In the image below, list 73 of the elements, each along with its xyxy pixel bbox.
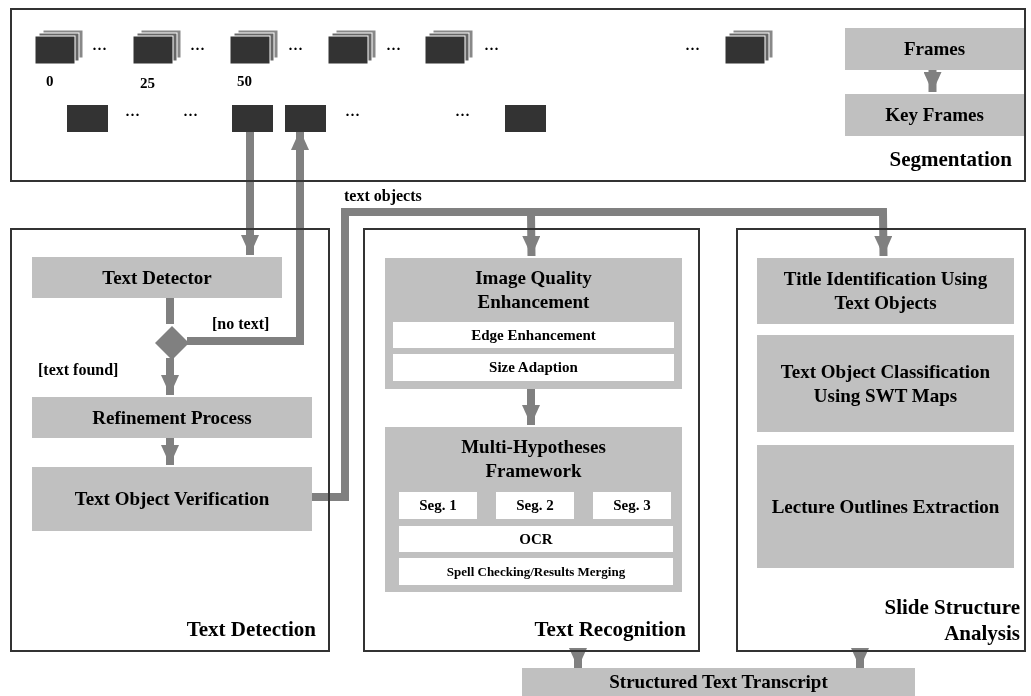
- box-label: Key Frames: [885, 103, 984, 127]
- arrow: [187, 130, 309, 345]
- arrow: [569, 648, 587, 668]
- process-box: [845, 94, 1024, 136]
- box-label: Frames: [903, 37, 966, 61]
- sub-step-box: [399, 558, 673, 585]
- ellipsis-text: ···: [92, 40, 107, 59]
- segmentation-panel: [10, 8, 1026, 182]
- box-label: Text Object Verification: [74, 487, 270, 511]
- box-label: Size Adaption: [489, 358, 578, 378]
- box-label: Text Detector: [102, 265, 212, 290]
- ellipsis-text: ···: [125, 106, 140, 125]
- box-label: Refinement Process: [92, 405, 252, 430]
- ellipsis-text: ···: [288, 40, 303, 59]
- process-box: [522, 668, 915, 696]
- ellipsis-text: ···: [183, 106, 198, 125]
- process-box: [757, 335, 1014, 432]
- sub-step-box: [496, 492, 574, 519]
- box-label: Seg. 1: [419, 496, 457, 516]
- process-box: [32, 467, 312, 531]
- box-label: Edge Enhancement: [471, 325, 596, 345]
- panel-title: Text Recognition: [534, 616, 686, 641]
- ellipsis-text: ···: [455, 106, 470, 125]
- key-frame: [505, 105, 546, 132]
- frame-number: 25: [140, 74, 155, 93]
- ellipsis-text: ···: [685, 40, 700, 59]
- box-label: Lecture Outlines Extraction: [771, 494, 1000, 519]
- box-label: Structured Text Transcript: [609, 670, 828, 694]
- panel-title: Segmentation: [889, 146, 1012, 171]
- ellipsis-text: ···: [190, 40, 205, 59]
- panel-title: Slide Structure Analysis: [884, 594, 1020, 645]
- sub-step-box: [399, 492, 477, 519]
- decision-diamond: [155, 326, 189, 360]
- process-group-box: [385, 427, 682, 592]
- frame-number: 50: [237, 72, 252, 91]
- key-frame: [232, 105, 273, 132]
- process-box: [32, 397, 312, 438]
- box-label: Spell Checking/Results Merging: [446, 562, 626, 581]
- frame-number: 0: [46, 72, 54, 91]
- arrow: [161, 436, 179, 465]
- edge-label: [text found]: [36, 360, 121, 380]
- box-label: Seg. 3: [613, 496, 651, 516]
- box-label: Seg. 2: [516, 496, 554, 516]
- box-label: Title Identification Using Text Objects: [782, 267, 989, 315]
- process-box: [32, 257, 282, 298]
- ellipsis-text: ···: [386, 40, 401, 59]
- process-group-box: [385, 258, 682, 389]
- arrow: [161, 358, 179, 395]
- box-label: Text Object Classification Using SWT Maps: [779, 359, 992, 408]
- key-frame: [67, 105, 108, 132]
- panel-title: Text Detection: [186, 616, 316, 641]
- arrow: [923, 68, 942, 92]
- stage-panel: [10, 228, 330, 652]
- box-label: OCR: [519, 529, 553, 549]
- arrow: [522, 387, 540, 425]
- sub-step-box: [399, 526, 673, 552]
- arrow: [241, 130, 259, 255]
- stage-panel: [736, 228, 1026, 652]
- process-box: [757, 445, 1014, 568]
- box-label: Multi-Hypotheses Framework: [461, 436, 606, 481]
- box-label: Image Quality Enhancement: [475, 267, 592, 312]
- stage-panel: [363, 228, 700, 652]
- key-frame: [285, 105, 326, 132]
- ellipsis-text: ···: [484, 40, 499, 59]
- process-box: [757, 258, 1014, 324]
- sub-step-box: [593, 492, 671, 519]
- edge-label: text objects: [342, 186, 424, 206]
- arrow: [851, 648, 869, 668]
- sub-step-box: [393, 322, 674, 348]
- ellipsis-text: ···: [345, 106, 360, 125]
- process-box: [845, 28, 1024, 70]
- edge-label: [no text]: [210, 314, 272, 334]
- sub-step-box: [393, 354, 674, 381]
